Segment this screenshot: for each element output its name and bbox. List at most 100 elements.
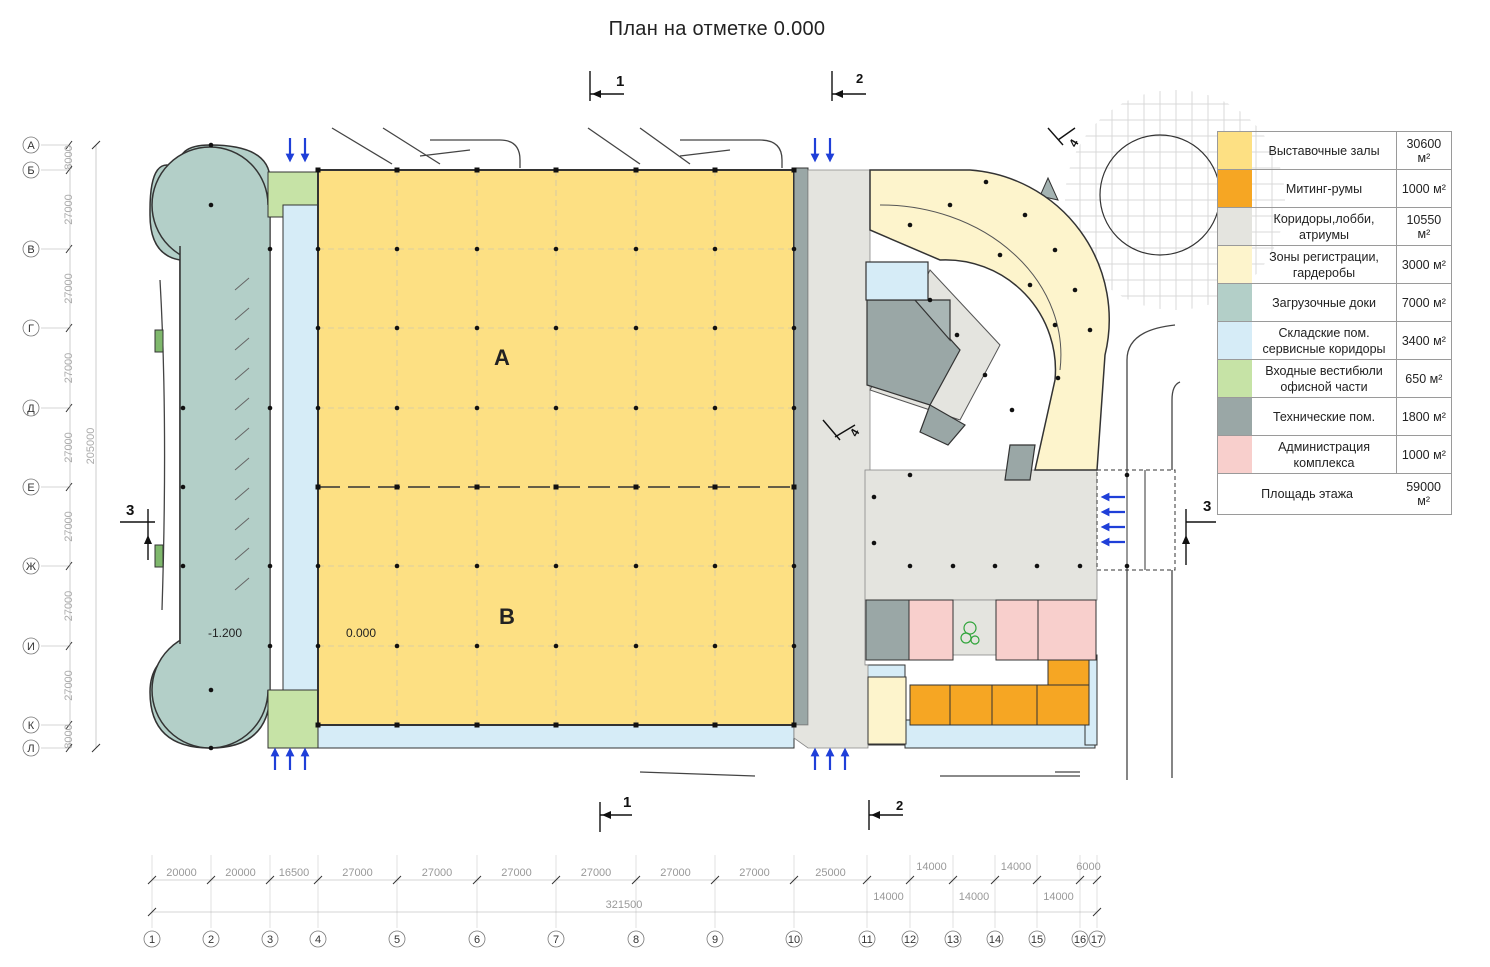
column-point — [791, 722, 797, 728]
dock-elevation: -1.200 — [208, 626, 242, 640]
column-point — [712, 643, 718, 649]
row-axis: Г — [22, 319, 73, 337]
svg-text:14: 14 — [989, 934, 1001, 946]
column-point — [553, 484, 559, 490]
column-point — [180, 405, 186, 411]
column-point — [208, 202, 214, 208]
column-point — [712, 325, 718, 331]
column-point — [394, 167, 400, 173]
row-axis: Б — [22, 161, 73, 179]
column-point — [927, 297, 933, 303]
column-point — [712, 563, 718, 569]
column-point — [394, 484, 400, 490]
row-dimension: 27000 — [63, 591, 75, 622]
legend-swatch — [1217, 207, 1253, 246]
legend-swatch — [1217, 283, 1253, 322]
svg-text:В: В — [27, 244, 34, 256]
column-dimension: 27000 — [342, 867, 373, 879]
column-dimension: 6000 — [1076, 861, 1100, 873]
legend-value: 30600 м² — [1395, 131, 1453, 170]
column-point — [208, 687, 214, 693]
column-point — [983, 179, 989, 185]
legend-label: Коридоры,лобби, атриумы — [1252, 207, 1397, 246]
column-point — [907, 472, 913, 478]
column-point — [394, 643, 400, 649]
column-point — [791, 643, 797, 649]
column-point — [394, 325, 400, 331]
column-point — [992, 563, 998, 569]
legend-value: 3400 м² — [1395, 321, 1453, 360]
column-point — [315, 722, 321, 728]
svg-text:13: 13 — [947, 934, 959, 946]
column-point — [633, 246, 639, 252]
column-axis: 7 — [547, 855, 565, 948]
column-axis: 6 — [468, 855, 486, 948]
legend-swatch — [1217, 321, 1253, 360]
legend-label: Входные вестибюли офисной части — [1252, 359, 1397, 398]
technical-block — [865, 261, 1036, 481]
column-point — [315, 325, 321, 331]
column-point — [474, 484, 480, 490]
column-point — [1052, 322, 1058, 328]
landscape — [960, 621, 980, 645]
column-axis: 14 — [986, 855, 1004, 948]
svg-text:К: К — [28, 720, 35, 732]
column-point — [1072, 287, 1078, 293]
row-axis: Л — [22, 739, 73, 757]
svg-text:Д: Д — [27, 403, 35, 415]
svg-text:И: И — [27, 641, 35, 653]
site-context — [159, 127, 1181, 780]
column-point — [474, 246, 480, 252]
column-point — [1034, 563, 1040, 569]
legend-label: Зоны регистрации, гардеробы — [1252, 245, 1397, 284]
column-point — [474, 643, 480, 649]
svg-text:Л: Л — [27, 743, 34, 755]
column-point — [982, 372, 988, 378]
svg-text:10: 10 — [788, 934, 800, 946]
column-dimension: 16500 — [279, 867, 310, 879]
svg-text:6: 6 — [474, 934, 480, 946]
legend-label: Складские пом. сервисные коридоры — [1252, 321, 1397, 360]
row-dimension: 8000 — [63, 145, 75, 169]
svg-text:2: 2 — [208, 934, 214, 946]
column-point — [267, 246, 273, 252]
total-value: 59000 м² — [1396, 473, 1453, 515]
column-dimension: 14000 — [1043, 891, 1074, 903]
column-dimension: 27000 — [501, 867, 532, 879]
column-point — [267, 643, 273, 649]
column-point — [791, 484, 797, 490]
legend-value: 10550 м² — [1395, 207, 1453, 246]
legend-label: Выставочные залы — [1252, 131, 1397, 170]
hall-a-label: A — [494, 345, 510, 370]
structural-columns — [180, 142, 1130, 751]
column-axis: 5 — [388, 855, 406, 948]
column-point — [474, 563, 480, 569]
column-dimension: 27000 — [581, 867, 612, 879]
svg-text:11: 11 — [861, 934, 872, 946]
admin-rooms — [865, 599, 1097, 745]
column-dimension: 14000 — [1001, 861, 1032, 873]
svg-text:7: 7 — [553, 934, 559, 946]
column-point — [208, 745, 214, 751]
column-point — [208, 142, 214, 148]
column-point — [267, 563, 273, 569]
column-point — [633, 722, 639, 728]
column-point — [553, 246, 559, 252]
svg-text:1: 1 — [149, 934, 155, 946]
column-dimension: 20000 — [225, 867, 256, 879]
svg-text:Ж: Ж — [26, 561, 36, 573]
row-dimension: 27000 — [63, 194, 75, 225]
hall-elevation: 0.000 — [346, 626, 376, 640]
legend-value: 1000 м² — [1395, 435, 1453, 474]
svg-text:9: 9 — [712, 934, 718, 946]
column-dimension: 14000 — [916, 861, 947, 873]
legend-label: Загрузочные доки — [1252, 283, 1397, 322]
column-point — [315, 484, 321, 490]
